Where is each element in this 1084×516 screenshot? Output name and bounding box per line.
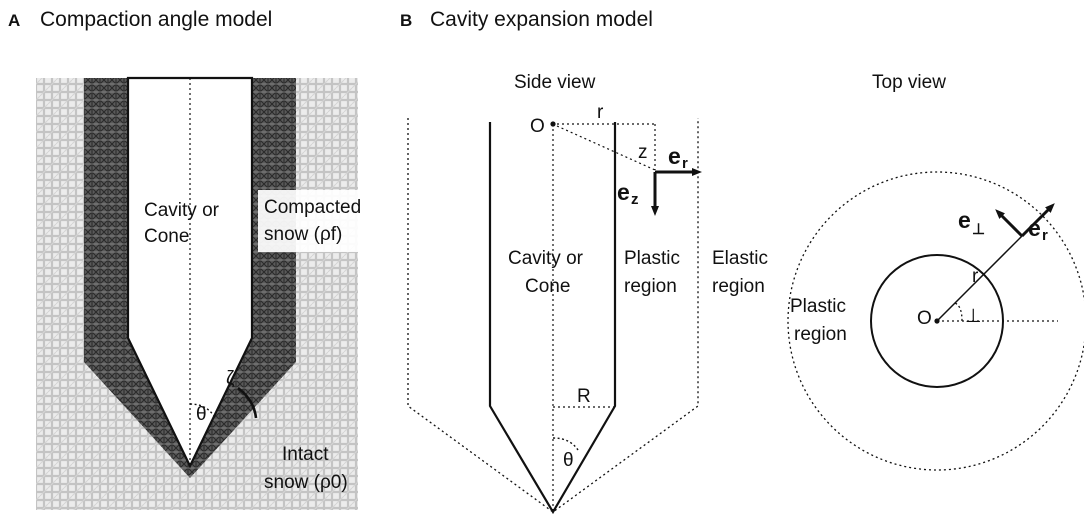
plastic-label-line1: Plastic — [624, 248, 680, 269]
top-e-r-label: e — [1028, 215, 1041, 241]
top-view: Top view O r ⊥ e ⊥ e r Plastic region — [787, 72, 1084, 471]
top-e-r-vector — [1020, 203, 1055, 238]
panel-b-letter: B — [400, 11, 412, 30]
side-e-z-label: e — [617, 179, 630, 205]
compacted-label-backdrop — [258, 190, 386, 252]
side-e-z-subscript: z — [631, 191, 639, 208]
cavity-label-line1: Cavity or — [144, 200, 220, 221]
top-perp-symbol: ⊥ — [965, 306, 982, 327]
panel-a-title: Compaction angle model — [40, 8, 272, 31]
side-e-r-label: e — [668, 143, 681, 169]
side-r-label: r — [597, 102, 604, 123]
intact-label-line2: snow (ρ0) — [264, 472, 348, 493]
elastic-boundary — [407, 118, 699, 513]
origin-dot — [550, 121, 556, 127]
elastic-circle — [787, 171, 1084, 471]
cavity-cone — [126, 76, 254, 469]
top-e-r-subscript: r — [1042, 227, 1048, 244]
panel-b-title: Cavity expansion model — [430, 8, 653, 31]
theta-symbol: θ — [196, 404, 207, 425]
cone-outline — [488, 122, 617, 515]
e-perp-subscript: ⊥ — [972, 221, 985, 238]
compacted-label-line2: snow (ρf) — [264, 224, 342, 245]
top-plastic-label-line1: Plastic — [790, 296, 846, 317]
e-perp-label: e — [958, 207, 971, 233]
intact-label-line1: Intact — [282, 444, 329, 465]
side-cavity-label-line2: Cone — [525, 276, 570, 297]
compacted-snow-layer — [84, 78, 296, 478]
side-theta-symbol: θ — [563, 450, 574, 471]
top-r-label: r — [972, 266, 979, 287]
side-origin-label: O — [530, 116, 545, 137]
theta-arc — [189, 403, 215, 417]
top-view-title: Top view — [872, 72, 946, 93]
top-angle-arc — [954, 302, 963, 322]
side-theta-arc — [552, 437, 579, 451]
panel-b: B Cavity expansion model Side view — [400, 8, 1084, 515]
side-e-r-subscript: r — [682, 155, 688, 172]
top-plastic-label-line2: region — [794, 324, 847, 345]
top-origin-dot — [934, 318, 940, 324]
e-perp-vector — [995, 209, 1024, 238]
elastic-label-line1: Elastic — [712, 248, 768, 269]
side-cavity-label-line1: Cavity or — [508, 248, 584, 269]
side-z-label: z — [638, 142, 648, 163]
zeta-arc — [237, 386, 258, 419]
panel-a: A Compaction angle model Cavity or Cone … — [8, 8, 386, 510]
side-view-title: Side view — [514, 72, 596, 93]
side-R-label: R — [577, 386, 591, 407]
top-r-line — [936, 235, 1023, 322]
cavity-label-line2: Cone — [144, 226, 189, 247]
plastic-label-line2: region — [624, 276, 677, 297]
zeta-symbol: ζ — [226, 368, 235, 389]
side-view: Side view O r z e r — [407, 72, 768, 515]
compacted-label-line1: Compacted — [264, 197, 361, 218]
panel-a-letter: A — [8, 11, 20, 30]
top-origin-label: O — [917, 308, 932, 329]
elastic-label-line2: region — [712, 276, 765, 297]
